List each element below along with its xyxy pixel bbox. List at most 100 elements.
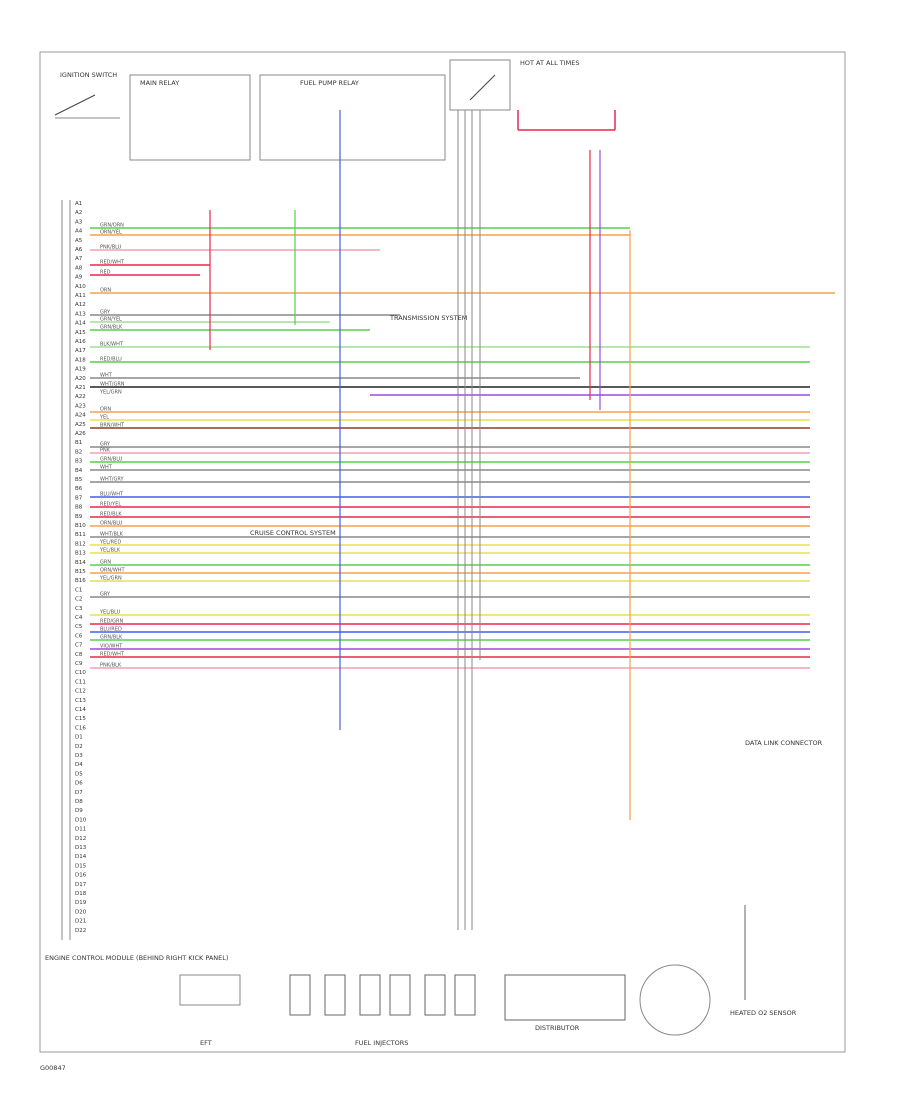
ecm-pin-D22: D22	[75, 928, 86, 934]
ecm-pin-D18: D18	[75, 891, 87, 897]
ecm-pin-C16: C16	[75, 725, 86, 731]
ecm-pin-A4: A4	[75, 229, 83, 235]
ecm-pin-D8: D8	[75, 799, 83, 805]
ecm-pin-B7: B7	[75, 495, 83, 501]
ecm-pin-A18: A18	[75, 357, 86, 363]
wire-label-27: WHT/BLK	[100, 532, 124, 538]
ecm-pin-A20: A20	[75, 376, 86, 382]
wire-label-30: GRN	[100, 560, 111, 566]
ecm-pin-D15: D15	[75, 863, 87, 869]
svg-text:HOT AT ALL TIMES: HOT AT ALL TIMES	[520, 59, 580, 67]
wire-label-5: RED	[100, 270, 111, 276]
svg-text:FUEL PUMP RELAY: FUEL PUMP RELAY	[300, 79, 359, 87]
ecm-pin-B5: B5	[75, 477, 83, 483]
wire-label-4: RED/WHT	[100, 260, 125, 266]
wire-label-37: GRN/BLK	[100, 635, 123, 641]
ecm-pin-A17: A17	[75, 348, 86, 354]
data-link-label: DATA LINK CONNECTOR	[745, 739, 823, 747]
ecm-pin-D16: D16	[75, 873, 87, 879]
ecm-pin-A25: A25	[75, 422, 86, 428]
cruise-label: CRUISE CONTROL SYSTEM	[250, 529, 336, 537]
ecm-pin-A24: A24	[75, 413, 86, 419]
ecm-pin-D3: D3	[75, 753, 83, 759]
ecm-pin-B2: B2	[75, 449, 82, 455]
ecm-pin-A10: A10	[75, 284, 86, 290]
ecm-pin-A22: A22	[75, 394, 86, 400]
ecm-pin-A19: A19	[75, 367, 86, 373]
ecm-pin-C11: C11	[75, 679, 86, 685]
ecm-pin-C12: C12	[75, 689, 86, 695]
wire-label-17: BRN/WHT	[100, 423, 125, 429]
ecm-pin-A15: A15	[75, 330, 86, 336]
wire-label-12: WHT	[100, 373, 113, 379]
ecm-pin-B8: B8	[75, 505, 83, 511]
svg-text:ENGINE CONTROL MODULE (BEHIND: ENGINE CONTROL MODULE (BEHIND RIGHT KICK…	[45, 954, 228, 962]
ecm-pin-A1: A1	[75, 201, 82, 207]
wire-label-35: RED/GRN	[100, 619, 124, 625]
ecm-pin-C2: C2	[75, 597, 82, 603]
ecm-pin-strip: ENGINE CONTROL MODULE (BEHIND RIGHT KICK…	[45, 200, 228, 962]
wire-label-21: WHT	[100, 465, 113, 471]
wire-label-33: GRY	[100, 592, 111, 598]
ecm-pin-A8: A8	[75, 265, 83, 271]
inertia-switch: HOT AT ALL TIMES	[449, 59, 580, 111]
eft-connector: EFT	[179, 974, 241, 1047]
ecm-pin-C7: C7	[75, 643, 83, 649]
ecm-pin-A13: A13	[75, 311, 86, 317]
ecm-pin-D7: D7	[75, 790, 83, 796]
ecm-pin-D12: D12	[75, 836, 86, 842]
ecm-pin-A16: A16	[75, 339, 86, 345]
fuel-pump-relay: FUEL PUMP RELAY	[259, 74, 446, 161]
ecm-pin-C5: C5	[75, 624, 83, 630]
svg-text:HEATED O2 SENSOR: HEATED O2 SENSOR	[730, 1009, 797, 1017]
ecm-pin-A26: A26	[75, 431, 86, 437]
fuel-injectors: FUEL INJECTORS	[289, 974, 476, 1047]
wire-label-36: BLU/RED	[100, 627, 122, 633]
wire-label-19: PNK	[100, 448, 111, 454]
ecm-pin-C4: C4	[75, 615, 83, 621]
wire-label-2: ORN/YEL	[100, 230, 122, 236]
ecm-pin-C9: C9	[75, 661, 83, 667]
wire-label-11: RED/BLU	[100, 357, 122, 363]
wire-label-26: ORN/BLU	[100, 521, 123, 527]
wire-label-39: RED/WHT	[100, 652, 125, 658]
ecm-pin-B1: B1	[75, 440, 82, 446]
ecm-pin-C14: C14	[75, 707, 86, 713]
wire-label-24: RED/YEL	[100, 502, 121, 508]
wire-label-8: GRN/YEL	[100, 317, 122, 323]
ecm-pin-D13: D13	[75, 845, 87, 851]
wire-label-3: PNK/BLU	[100, 245, 122, 251]
ecm-pin-A14: A14	[75, 321, 86, 327]
ecm-pin-D20: D20	[75, 909, 87, 915]
ecm-pin-B13: B13	[75, 551, 86, 557]
ecm-pin-A7: A7	[75, 256, 83, 262]
pins-layer: A1A2A3A4A5A6A7A8A9A10A11A12A13A14A15A16A…	[75, 201, 87, 934]
wire-label-16: YEL	[99, 415, 109, 421]
wire-label-38: VIO/WHT	[100, 644, 123, 650]
wire-label-9: GRN/BLK	[100, 325, 123, 331]
ecm-pin-C13: C13	[75, 698, 86, 704]
ecm-pin-A11: A11	[75, 293, 86, 299]
ecm-pin-D14: D14	[75, 854, 87, 860]
ecm-pin-A23: A23	[75, 403, 86, 409]
ecm-pin-A3: A3	[75, 219, 83, 225]
wire-label-34: YEL/BLU	[99, 610, 121, 616]
svg-text:MAIN RELAY: MAIN RELAY	[140, 79, 179, 87]
ecm-pin-D17: D17	[75, 882, 87, 888]
wire-label-40: PNK/BLK	[100, 663, 122, 669]
main-relay: MAIN RELAY	[129, 74, 251, 161]
ecm-pin-C8: C8	[75, 652, 83, 658]
ecm-pin-C15: C15	[75, 716, 86, 722]
ecm-pin-D9: D9	[75, 808, 83, 814]
ecm-pin-B9: B9	[75, 514, 83, 520]
ecm-pin-B12: B12	[75, 541, 86, 547]
ecm-pin-D10: D10	[75, 817, 87, 823]
diagram-frame	[39, 51, 846, 1053]
wire-label-25: RED/BLK	[100, 512, 122, 518]
ecm-pin-D2: D2	[75, 744, 83, 750]
ecm-pin-B16: B16	[75, 578, 86, 584]
fuse-block	[517, 110, 616, 131]
ecm-pin-D21: D21	[75, 919, 86, 925]
ecm-pin-B14: B14	[75, 560, 86, 566]
wire-label-31: ORN/WHT	[100, 568, 126, 574]
